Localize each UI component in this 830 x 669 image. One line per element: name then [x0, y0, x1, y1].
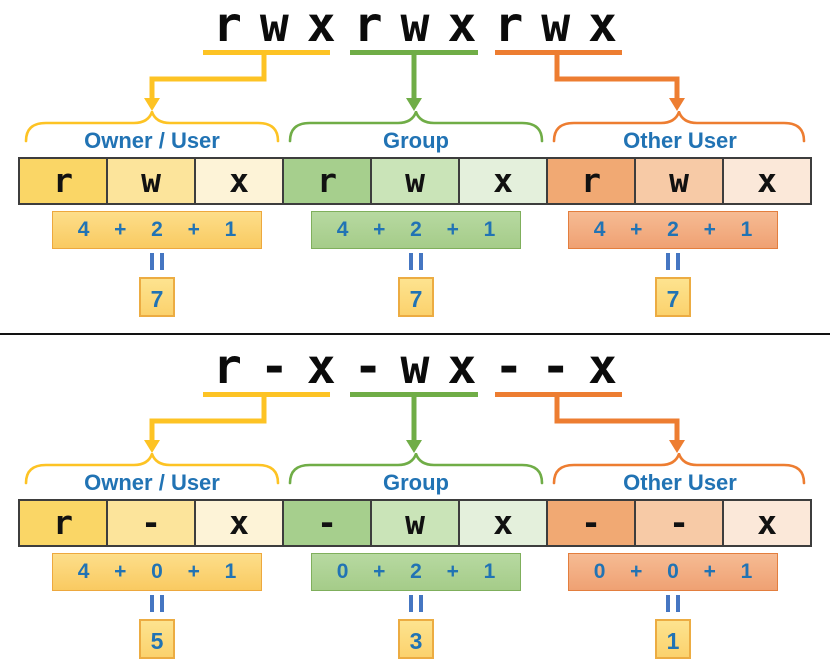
arrow-down-icon	[406, 440, 422, 453]
section-label-owner: Owner / User	[84, 470, 220, 495]
section-label-other: Other User	[623, 470, 737, 495]
equals-sign	[568, 253, 778, 271]
sum-box-group: 0+2+1	[311, 553, 521, 591]
section-label-owner: Owner / User	[84, 128, 220, 153]
section-label-other: Other User	[623, 128, 737, 153]
permission-cell: w	[634, 159, 722, 203]
connector-arrows	[144, 50, 685, 111]
permission-table: r - x - w x - - x	[18, 499, 812, 547]
diagram-top-half: rwxrwxrwx Owner / User Group Other User …	[0, 0, 830, 330]
permission-cell: -	[106, 501, 194, 545]
section-label-group: Group	[383, 128, 449, 153]
permission-cell: x	[458, 159, 546, 203]
equals-sign	[311, 595, 521, 613]
result-box-other: 7	[655, 277, 691, 317]
arrow-down-icon	[144, 98, 160, 111]
permission-cell: x	[194, 501, 282, 545]
permission-cell: -	[546, 501, 634, 545]
equals-sign	[568, 595, 778, 613]
permission-cell: r	[546, 159, 634, 203]
connector-arrows	[144, 392, 685, 453]
equals-sign	[52, 253, 262, 271]
sum-box-owner: 4+0+1	[52, 553, 262, 591]
permission-cell: w	[370, 159, 458, 203]
result-box-group: 7	[398, 277, 434, 317]
permission-cell: r	[20, 159, 106, 203]
permission-cell: x	[722, 501, 810, 545]
permission-cell: w	[106, 159, 194, 203]
arrow-down-icon	[144, 440, 160, 453]
arrow-down-icon	[406, 98, 422, 111]
permission-cell: x	[722, 159, 810, 203]
section-braces	[24, 111, 806, 143]
arrow-down-icon	[669, 98, 685, 111]
permission-cell: -	[282, 501, 370, 545]
equals-icon	[150, 595, 164, 612]
equals-icon	[666, 595, 680, 612]
section-label-group: Group	[383, 470, 449, 495]
permission-cell: x	[458, 501, 546, 545]
permission-cell: r	[282, 159, 370, 203]
sum-box-other: 0+0+1	[568, 553, 778, 591]
result-box-owner: 5	[139, 619, 175, 659]
arrow-down-icon	[669, 440, 685, 453]
permission-string: r-x-wx--x	[212, 339, 636, 395]
equals-icon	[409, 253, 423, 270]
permission-cell: x	[194, 159, 282, 203]
sum-box-other: 4+2+1	[568, 211, 778, 249]
permission-cell: r	[20, 501, 106, 545]
result-box-group: 3	[398, 619, 434, 659]
equals-sign	[52, 595, 262, 613]
sum-box-group: 4+2+1	[311, 211, 521, 249]
result-box-other: 1	[655, 619, 691, 659]
section-braces	[24, 453, 806, 485]
diagram-bottom-half: r-x-wx--x Owner / User Group Other User …	[0, 342, 830, 669]
equals-icon	[150, 253, 164, 270]
permission-cell: w	[370, 501, 458, 545]
equals-icon	[409, 595, 423, 612]
permission-cell: -	[634, 501, 722, 545]
result-box-owner: 7	[139, 277, 175, 317]
section-divider	[0, 333, 830, 335]
sum-box-owner: 4+2+1	[52, 211, 262, 249]
permission-string: rwxrwxrwx	[212, 0, 636, 53]
equals-sign	[311, 253, 521, 271]
permission-table: r w x r w x r w x	[18, 157, 812, 205]
equals-icon	[666, 253, 680, 270]
